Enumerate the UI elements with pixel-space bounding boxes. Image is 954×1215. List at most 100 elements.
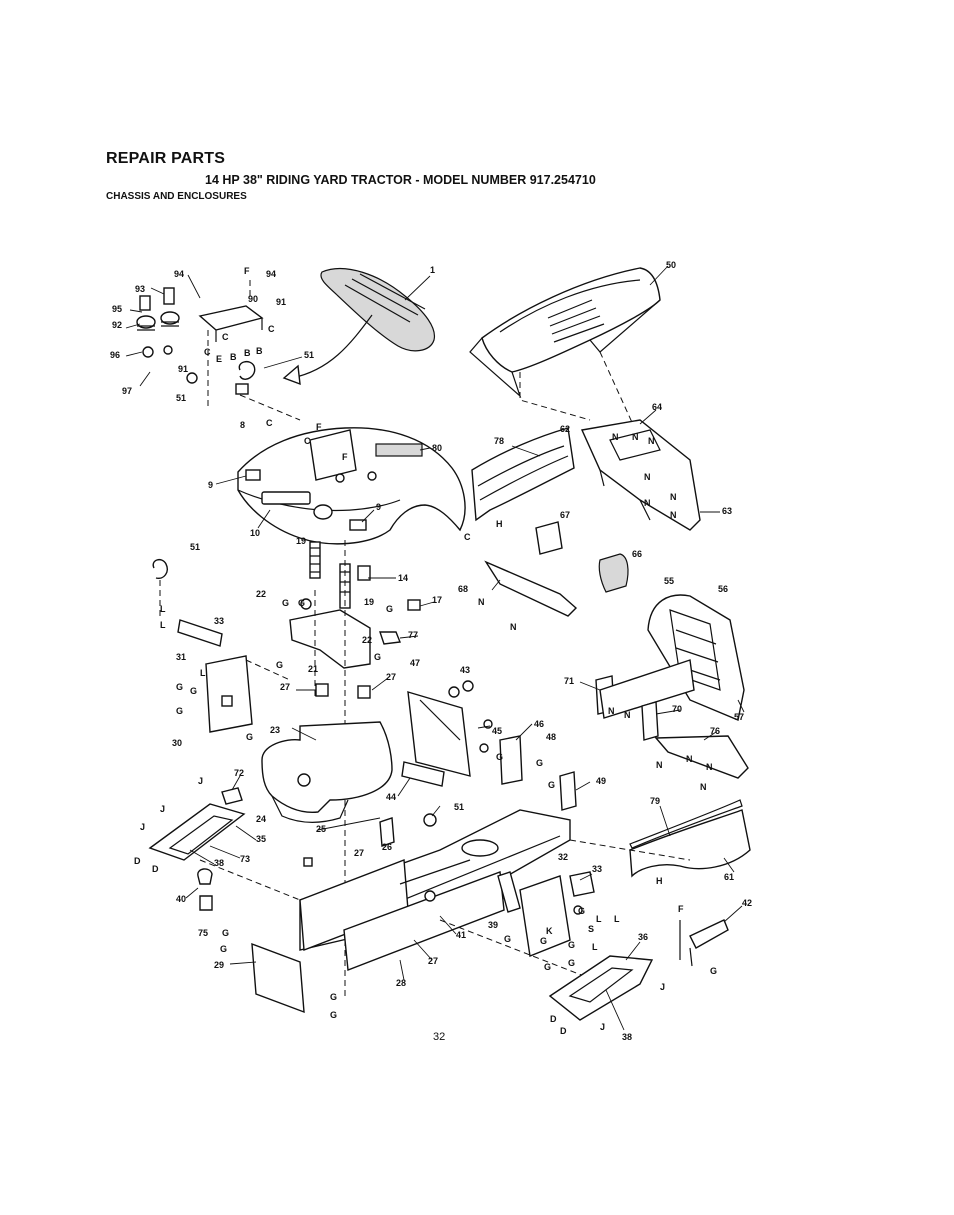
page-subtitle: 14 HP 38" RIDING YARD TRACTOR - MODEL NU…	[205, 173, 596, 187]
callout-56: 56	[718, 584, 728, 594]
letter-g: G	[176, 706, 183, 716]
callout-57: 57	[734, 712, 744, 722]
callout-36: 36	[638, 932, 648, 942]
letter-n: N	[624, 710, 631, 720]
callout-8: 8	[240, 420, 245, 430]
letter-f: F	[316, 422, 322, 432]
callout-31: 31	[176, 652, 186, 662]
letter-g: G	[220, 944, 227, 954]
callout-19: 19	[296, 536, 306, 546]
letter-l: L	[160, 620, 166, 630]
rail-68	[484, 560, 578, 617]
callout-22: 22	[362, 635, 372, 645]
grille-part	[595, 594, 745, 741]
callout-72: 72	[234, 768, 244, 778]
letter-n: N	[608, 706, 615, 716]
letter-c: C	[464, 532, 471, 542]
bracket-76	[654, 735, 749, 779]
right-footrest-part	[548, 955, 654, 1021]
section-heading: CHASSIS AND ENCLOSURES	[106, 191, 247, 202]
callout-95: 95	[112, 304, 122, 314]
callout-25: 25	[316, 824, 326, 834]
callout-96: 96	[110, 350, 120, 360]
callout-93: 93	[135, 284, 145, 294]
grille-insert-66	[598, 553, 629, 593]
letter-e: E	[216, 354, 222, 364]
page-number: 32	[433, 1031, 446, 1043]
letter-n: N	[644, 472, 651, 482]
letter-g: G	[568, 940, 575, 950]
callout-47: 47	[410, 658, 420, 668]
letter-g: G	[222, 928, 229, 938]
letter-j: J	[600, 1022, 605, 1032]
callout-43: 43	[460, 665, 470, 675]
letter-s: S	[588, 924, 594, 934]
callout-91: 91	[276, 297, 286, 307]
letter-k: K	[546, 926, 553, 936]
letter-b: B	[230, 352, 237, 362]
letter-g: G	[710, 966, 717, 976]
bracket-67	[535, 521, 563, 555]
steering-column-part	[289, 540, 421, 1000]
callout-23: 23	[270, 725, 280, 735]
callout-labels: 1 50 94 94 93 95 90 91 92 96 97 91 51 51…	[110, 260, 752, 1042]
callout-50: 50	[666, 260, 676, 270]
callout-17: 17	[432, 595, 442, 605]
callout-61: 61	[724, 872, 734, 882]
letter-n: N	[478, 597, 485, 607]
rear-bracket-29	[251, 942, 305, 1014]
seat-part	[282, 268, 436, 386]
letter-g: G	[176, 682, 183, 692]
letter-g: G	[276, 660, 283, 670]
letter-b: B	[244, 348, 251, 358]
letter-h: H	[656, 876, 663, 886]
callout-39: 39	[488, 920, 498, 930]
lever-42	[679, 919, 729, 967]
letter-n: N	[510, 622, 517, 632]
letter-n: N	[648, 436, 655, 446]
letter-b: B	[256, 346, 263, 356]
hood-part	[469, 267, 661, 441]
callout-46: 46	[534, 719, 544, 729]
letter-c: C	[222, 332, 229, 342]
letter-c: C	[304, 436, 311, 446]
letter-h: H	[496, 519, 503, 529]
callout-27: 27	[428, 956, 438, 966]
letter-g: G	[578, 906, 585, 916]
callout-68: 68	[458, 584, 468, 594]
callout-91: 91	[178, 364, 188, 374]
callout-30: 30	[172, 738, 182, 748]
callout-70: 70	[672, 704, 682, 714]
letter-g: G	[330, 992, 337, 1002]
callout-27: 27	[354, 848, 364, 858]
callout-10: 10	[250, 528, 260, 538]
callout-92: 92	[112, 320, 122, 330]
letter-g: G	[536, 758, 543, 768]
callout-28: 28	[396, 978, 406, 988]
letter-n: N	[612, 432, 619, 442]
letter-d: D	[560, 1026, 567, 1036]
letter-g: G	[540, 936, 547, 946]
letter-g: G	[544, 962, 551, 972]
callout-64: 64	[652, 402, 662, 412]
callout-32: 32	[558, 852, 568, 862]
callout-42: 42	[742, 898, 752, 908]
callout-66: 66	[632, 549, 642, 559]
letter-d: D	[134, 856, 141, 866]
callout-51: 51	[454, 802, 464, 812]
floor-pan-part	[261, 683, 393, 823]
letter-l: L	[596, 914, 602, 924]
callout-14: 14	[398, 573, 408, 583]
side-panel-part	[471, 427, 575, 522]
letter-j: J	[198, 776, 203, 786]
callout-22: 22	[256, 589, 266, 599]
callout-33: 33	[592, 864, 602, 874]
letter-g: G	[246, 732, 253, 742]
letter-g: G	[568, 958, 575, 968]
callout-49: 49	[596, 776, 606, 786]
callout-29: 29	[214, 960, 224, 970]
skirt-panel-part	[629, 799, 751, 878]
callout-51: 51	[304, 350, 314, 360]
